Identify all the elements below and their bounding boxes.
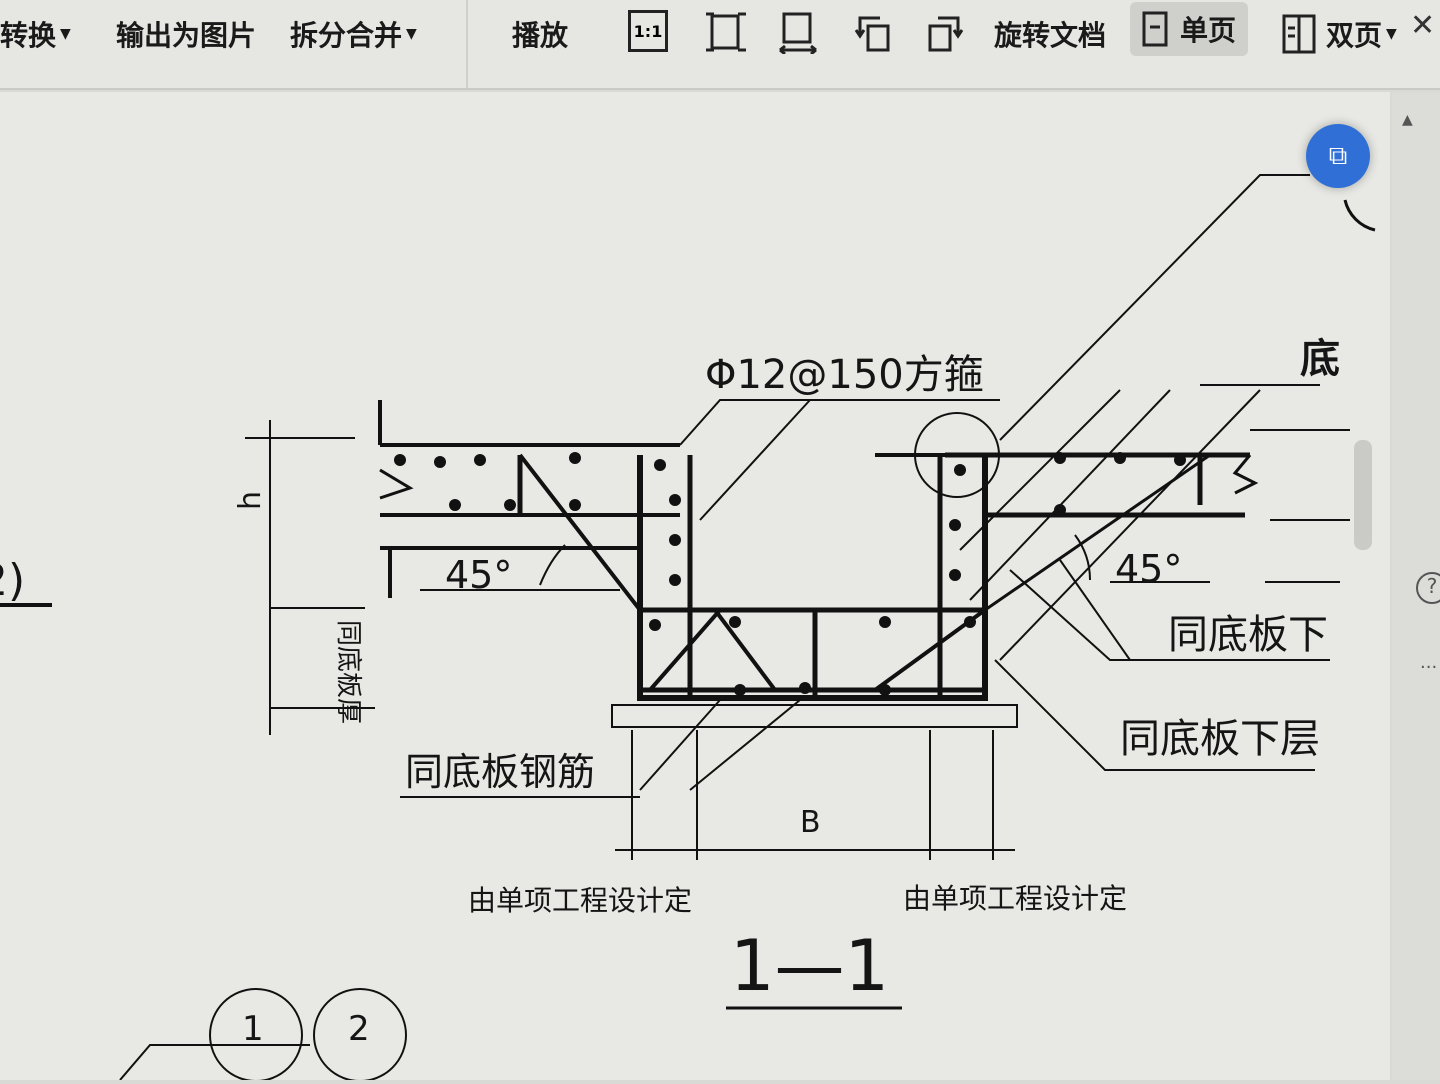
angle-right-label: 45° bbox=[1115, 547, 1182, 591]
fit-width-button[interactable] bbox=[776, 10, 820, 56]
scroll-up-icon[interactable]: ▲ bbox=[1402, 112, 1413, 128]
actual-size-button[interactable]: 1:1 bbox=[628, 10, 672, 54]
help-icon[interactable]: ? bbox=[1416, 572, 1440, 604]
single-page-icon bbox=[1142, 11, 1168, 47]
same-bottom-slab-rebar-label: 同底板钢筋 bbox=[405, 750, 595, 794]
fit-page-button[interactable] bbox=[704, 10, 748, 54]
toolbar-divider bbox=[466, 0, 468, 88]
left-partial-label: 2) bbox=[0, 555, 25, 606]
document-page: Φ12@150方箍 底 45° 45° 同底板下 同底板下层 同底板钢筋 B h… bbox=[0, 92, 1390, 1082]
scrollbar-thumb[interactable] bbox=[1354, 440, 1372, 550]
rotate-left-button[interactable] bbox=[852, 10, 896, 54]
convert-label: 转换 bbox=[0, 19, 57, 52]
by-design-right-label: 由单项工程设计定 bbox=[903, 882, 1127, 915]
callout-2: 2 bbox=[348, 1009, 370, 1049]
section-title: 1—1 bbox=[730, 925, 889, 1007]
single-page-button[interactable]: 单页 bbox=[1130, 2, 1249, 56]
floating-tool-button[interactable]: ⧉ bbox=[1306, 124, 1370, 188]
rotate-left-icon bbox=[854, 16, 890, 52]
split-merge-label: 拆分合并 bbox=[290, 19, 403, 52]
same-bottom-slab-lower-layer-label: 同底板下层 bbox=[1120, 716, 1320, 762]
toolbar: 转换▼ 输出为图片 拆分合并▼ 播放 1:1 旋转文档 单页 双页▼ ✕ bbox=[0, 0, 1440, 90]
callout-1: 1 bbox=[242, 1009, 264, 1049]
window-icon: ⧉ bbox=[1328, 140, 1348, 171]
section-drawing: Φ12@150方箍 底 45° 45° 同底板下 同底板下层 同底板钢筋 B h… bbox=[0, 174, 1376, 1082]
stirrup-label: Φ12@150方箍 bbox=[705, 352, 984, 398]
more-icon[interactable]: ··· bbox=[1420, 657, 1438, 678]
play-button[interactable]: 播放 bbox=[512, 19, 569, 52]
slab-thickness-label: 同底板厚 bbox=[333, 620, 363, 724]
chevron-down-icon: ▼ bbox=[406, 26, 417, 42]
double-page-menu[interactable]: 双页▼ bbox=[1280, 10, 1397, 58]
right-sidebar: ▲ ? ··· bbox=[1392, 92, 1440, 1080]
rotate-right-button[interactable] bbox=[924, 10, 968, 54]
rotate-document-button[interactable]: 旋转文档 bbox=[994, 19, 1107, 52]
export-image-button[interactable]: 输出为图片 bbox=[116, 19, 257, 52]
single-page-label: 单页 bbox=[1180, 14, 1237, 47]
fit-page-icon bbox=[706, 12, 746, 52]
by-design-left-label: 由单项工程设计定 bbox=[468, 884, 692, 917]
base-pad bbox=[611, 704, 1018, 728]
convert-menu[interactable]: 转换▼ bbox=[0, 10, 71, 58]
chevron-down-icon: ▼ bbox=[60, 26, 71, 42]
angle-left-label: 45° bbox=[445, 553, 512, 597]
top-right-label: 底 bbox=[1300, 336, 1340, 382]
actual-size-icon: 1:1 bbox=[628, 10, 668, 52]
width-b-label: B bbox=[800, 805, 821, 840]
double-page-icon bbox=[1282, 14, 1316, 54]
left-slab bbox=[378, 400, 680, 598]
rotate-right-icon bbox=[928, 16, 964, 52]
same-bottom-slab-lower-label: 同底板下 bbox=[1168, 612, 1328, 658]
split-merge-menu[interactable]: 拆分合并▼ bbox=[290, 10, 417, 58]
height-h-label: h bbox=[233, 491, 268, 510]
close-icon[interactable]: ✕ bbox=[1410, 8, 1436, 43]
fit-width-icon bbox=[779, 12, 817, 56]
double-page-label: 双页 bbox=[1326, 19, 1383, 52]
chevron-down-icon: ▼ bbox=[1386, 26, 1397, 42]
